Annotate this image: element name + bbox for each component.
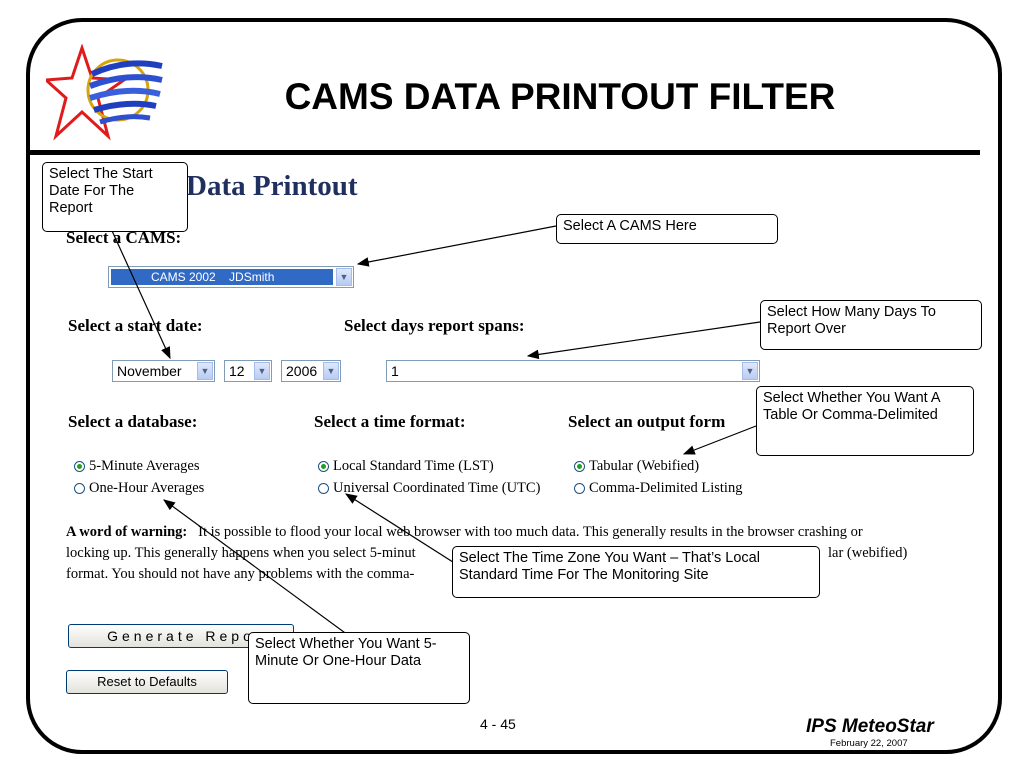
year-select[interactable]: 2006 ▼ (281, 360, 341, 382)
chevron-down-icon[interactable]: ▼ (742, 362, 758, 380)
radio-checked-icon[interactable] (318, 461, 329, 472)
radio-checked-icon[interactable] (74, 461, 85, 472)
chevron-down-icon[interactable]: ▼ (323, 362, 339, 380)
callout-start-date: Select The Start Date For The Report (42, 162, 188, 232)
chevron-down-icon[interactable]: ▼ (336, 268, 352, 286)
database-option-label: One-Hour Averages (89, 480, 205, 496)
start-date-label: Select a start date: (68, 316, 203, 335)
arrow-start-date (107, 221, 171, 360)
chevron-down-icon[interactable]: ▼ (254, 362, 270, 380)
callout-database: Select Whether You Want 5-Minute Or One-… (248, 632, 470, 704)
output-option-label: Tabular (Webified) (589, 458, 700, 474)
day-value: 12 (229, 363, 245, 379)
time-format-option-lst[interactable]: Local Standard Time (LST) (318, 458, 494, 475)
time-format-option-label: Universal Coordinated Time (UTC) (333, 480, 541, 496)
warning-text: A word of warning: It is possible to flo… (66, 522, 966, 585)
cams-selected-option: CAMS 2002 JDSmith (111, 269, 333, 285)
database-option-label: 5-Minute Averages (89, 458, 200, 474)
database-option-1hr[interactable]: One-Hour Averages (74, 480, 204, 497)
arrow-days (526, 321, 761, 360)
day-select[interactable]: 12 ▼ (224, 360, 272, 382)
days-span-select[interactable]: 1 ▼ (386, 360, 760, 382)
warning-heading: A word of warning: (66, 524, 188, 540)
cams-label: Select a CAMS: (66, 228, 182, 247)
cams-select[interactable]: CAMS 2002 JDSmith ▼ (108, 266, 354, 288)
arrow-time-zone (344, 493, 457, 565)
database-option-5min[interactable]: 5-Minute Averages (74, 458, 199, 475)
month-value: November (117, 363, 182, 379)
output-option-comma[interactable]: Comma-Delimited Listing (574, 480, 742, 497)
radio-checked-icon[interactable] (574, 461, 585, 472)
year-value: 2006 (286, 363, 318, 379)
callout-time-zone: Select The Time Zone You Want – That’s L… (452, 546, 820, 598)
warning-line-1-text: It is possible to flood your local web b… (198, 524, 863, 540)
radio-unchecked-icon[interactable] (318, 483, 329, 494)
month-select[interactable]: November ▼ (112, 360, 215, 382)
callout-output: Select Whether You Want A Table Or Comma… (756, 386, 974, 456)
arrow-database (163, 499, 353, 639)
arrow-cams (356, 225, 557, 267)
meteostar-logo (42, 43, 166, 144)
time-format-option-utc[interactable]: Universal Coordinated Time (UTC) (318, 480, 540, 497)
time-format-option-label: Local Standard Time (LST) (333, 458, 494, 474)
arrow-output (682, 425, 757, 455)
callout-days: Select How Many Days To Report Over (760, 300, 982, 350)
warning-line-2a: locking up. This generally happens when … (66, 545, 416, 561)
page-number: 4 - 45 (480, 716, 516, 732)
slide-frame (26, 18, 1002, 754)
database-label: Select a database: (68, 412, 198, 431)
warning-line-3: format. You should not have any problems… (66, 566, 415, 582)
reset-defaults-button[interactable]: Reset to Defaults (66, 670, 228, 694)
warning-line-2b: lar (webified) (828, 545, 908, 561)
days-span-label: Select days report spans: (344, 316, 525, 335)
page-heading: Data Printout (186, 170, 358, 202)
output-format-label: Select an output form (568, 412, 726, 431)
title-divider (30, 150, 980, 155)
slide-date: February 22, 2007 (830, 738, 908, 749)
radio-unchecked-icon[interactable] (574, 483, 585, 494)
brand-name: IPS MeteoStar (806, 716, 934, 737)
callout-cams: Select A CAMS Here (556, 214, 778, 244)
output-option-tabular[interactable]: Tabular (Webified) (574, 458, 699, 475)
radio-unchecked-icon[interactable] (74, 483, 85, 494)
slide-title: CAMS DATA PRINTOUT FILTER (284, 76, 836, 117)
time-format-label: Select a time format: (314, 412, 466, 431)
chevron-down-icon[interactable]: ▼ (197, 362, 213, 380)
output-option-label: Comma-Delimited Listing (589, 480, 743, 496)
warning-line-1: A word of warning: It is possible to flo… (66, 522, 966, 543)
days-span-value: 1 (391, 363, 399, 379)
warning-line-2: locking up. This generally happens when … (66, 543, 966, 564)
